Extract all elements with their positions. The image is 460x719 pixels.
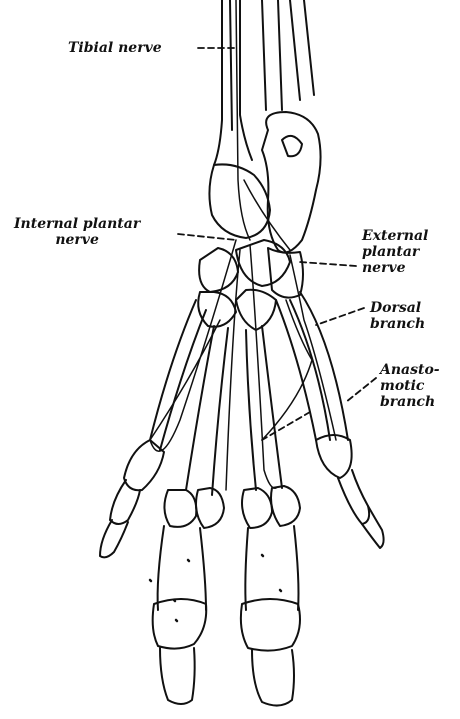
hallux-bones <box>316 435 384 548</box>
dorsal-branch-line-1: Dorsal <box>370 300 425 316</box>
internal-plantar-line-1: Internal plantar <box>14 216 140 232</box>
dorsal-branch-label: Dorsal branch <box>370 300 425 332</box>
anastomotic-branch-label: Anasto- motic branch <box>380 362 440 410</box>
tibial-nerve-label: Tibial nerve <box>68 40 162 56</box>
external-plantar-line-3: nerve <box>362 260 428 276</box>
external-plantar-line-1: External <box>362 228 428 244</box>
lateral-toe-bones <box>100 440 164 557</box>
engraving-specks <box>150 555 281 621</box>
internal-plantar-nerve-label: Internal plantar nerve <box>14 216 140 248</box>
middle-toe-left-bones <box>153 488 224 704</box>
fibula-bone <box>262 0 314 110</box>
calcaneus-bone <box>262 112 321 252</box>
nerve-paths <box>150 0 336 490</box>
dorsal-branch-line-2: branch <box>370 316 425 332</box>
anastomotic-line-3: branch <box>380 394 440 410</box>
external-plantar-line-2: plantar <box>362 244 428 260</box>
external-plantar-nerve-label: External plantar nerve <box>362 228 428 276</box>
tibia-bone <box>214 0 252 165</box>
middle-toe-right-bones <box>241 486 300 706</box>
internal-plantar-line-2: nerve <box>14 232 140 248</box>
anastomotic-line-2: motic <box>380 378 440 394</box>
anastomotic-line-1: Anasto- <box>380 362 440 378</box>
